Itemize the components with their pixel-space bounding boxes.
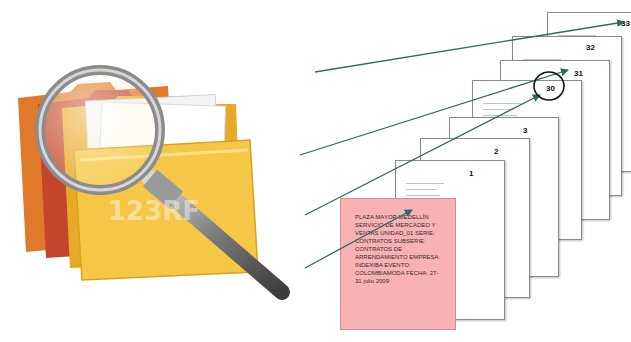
leader-line — [300, 70, 568, 155]
highlight-circle — [534, 72, 564, 100]
page-number: 2 — [494, 147, 498, 156]
page-number: 3 — [523, 126, 527, 135]
magnifier-lens — [40, 70, 160, 190]
magnifier-handle — [150, 178, 282, 292]
label-card: PLAZA MAYOR MEDELLÍN SERVICIO DE MERCADE… — [340, 198, 456, 330]
card-text: PLAZA MAYOR MEDELLÍN SERVICIO DE MERCADE… — [355, 213, 445, 285]
magnifier-rim — [40, 70, 160, 190]
leader-line — [305, 210, 412, 268]
page-number: 30 — [546, 84, 555, 93]
page-number: 33 — [621, 19, 630, 28]
page-number: 32 — [586, 43, 595, 52]
page-number: 31 — [574, 69, 583, 78]
leader-line — [315, 22, 624, 72]
watermark: 123RF — [108, 196, 200, 226]
leader-line — [305, 95, 540, 215]
page-number: 1 — [469, 169, 473, 178]
